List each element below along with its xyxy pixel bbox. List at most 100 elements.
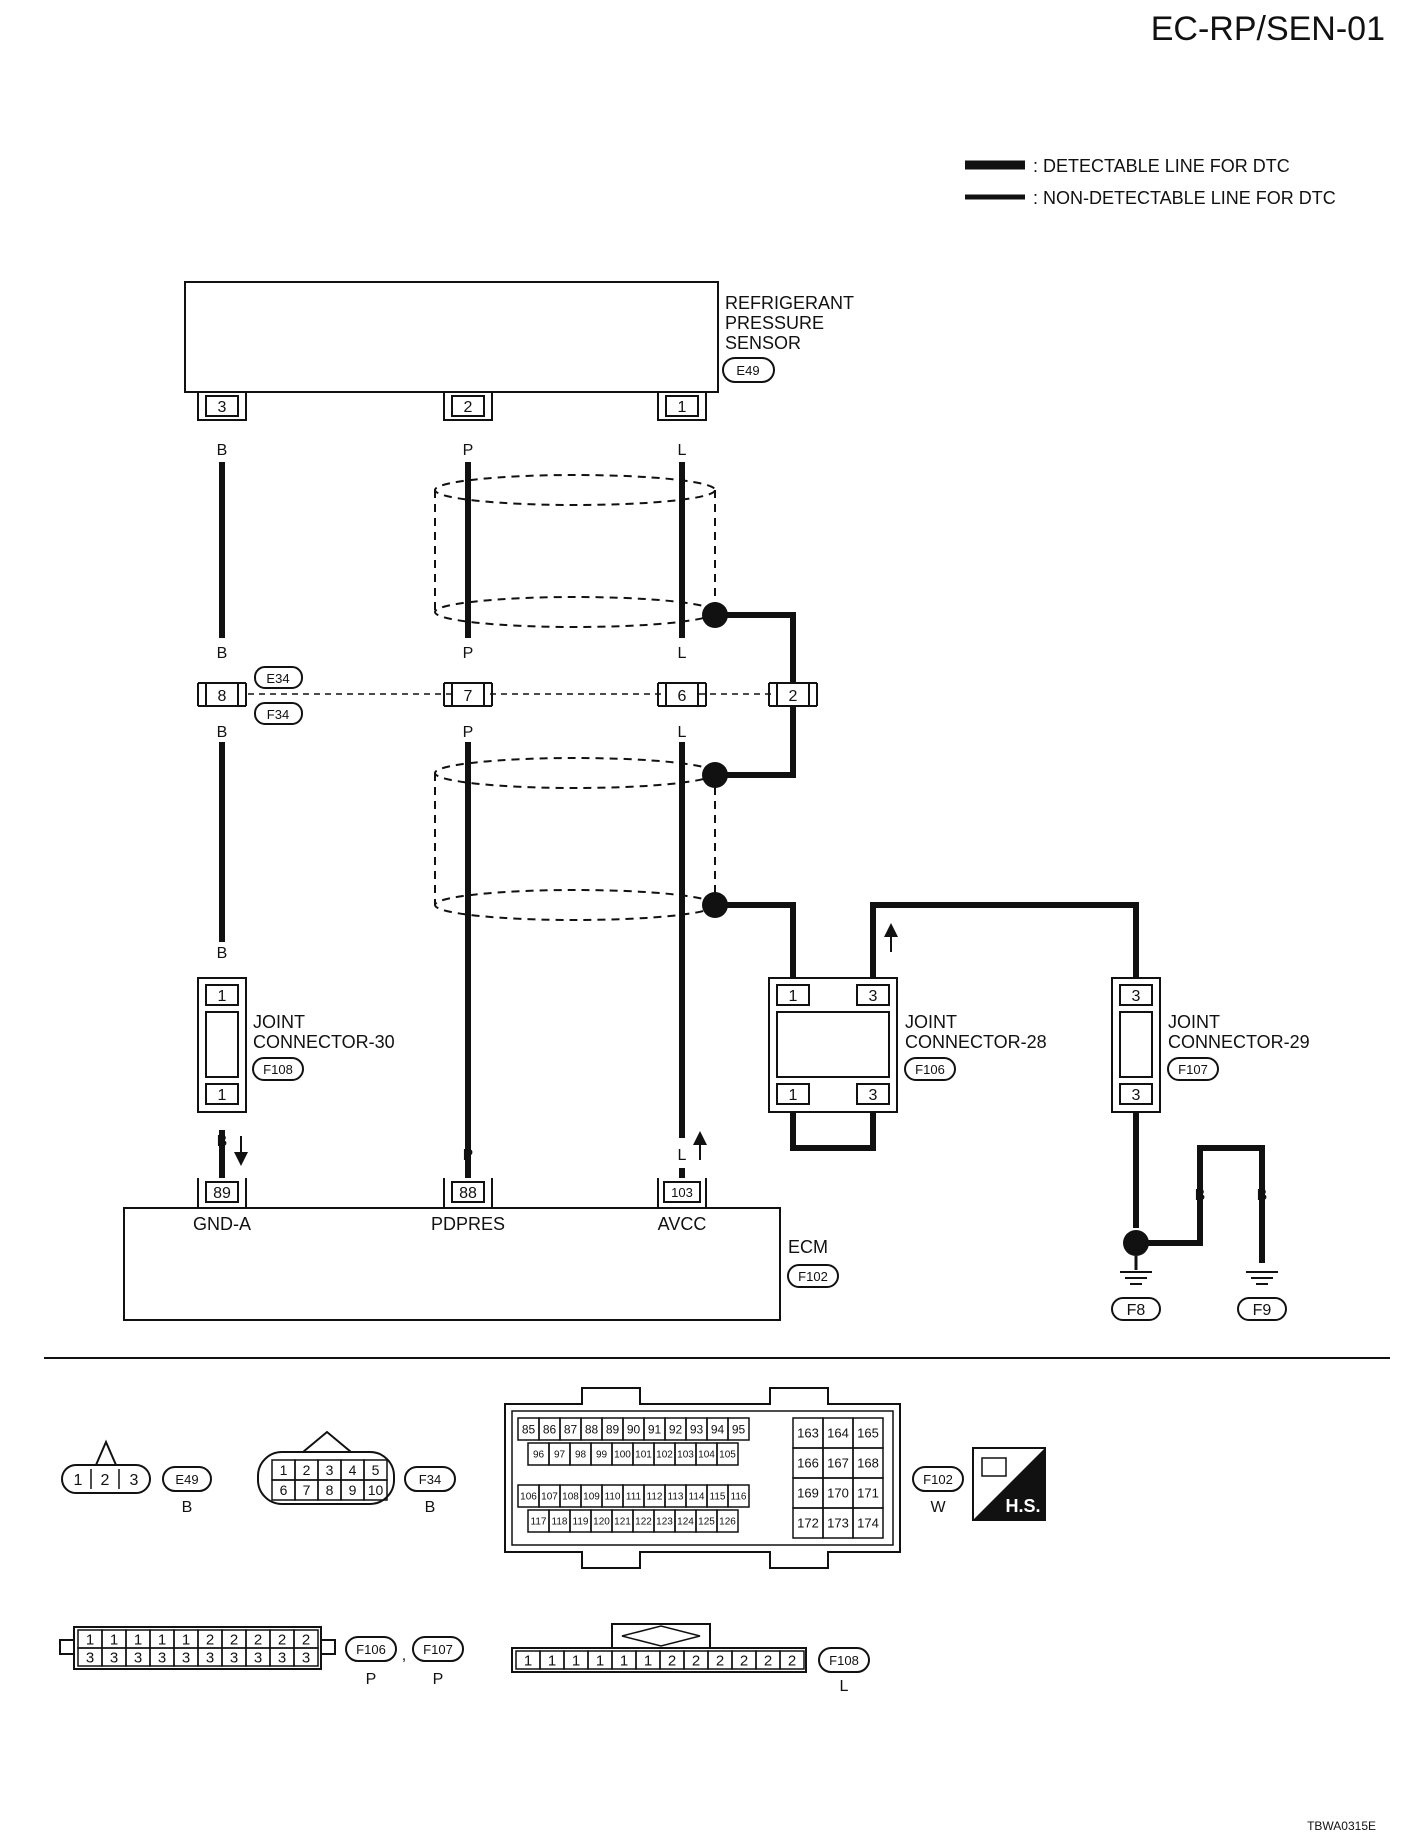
f102-pin-170-label: 170 bbox=[827, 1486, 849, 1501]
f102-pin-90-label: 90 bbox=[627, 1422, 641, 1436]
hs-label: H.S. bbox=[1005, 1496, 1040, 1516]
joint29-label-1: JOINT bbox=[1168, 1012, 1220, 1032]
f102-pin-119-label: 119 bbox=[573, 1517, 589, 1528]
f102-pin-112-label: 112 bbox=[647, 1492, 663, 1503]
svg-text:W: W bbox=[930, 1499, 946, 1516]
f102-pin-126-cell bbox=[716, 1509, 739, 1533]
harness-pin-7: 7 bbox=[464, 688, 473, 705]
svg-text:B: B bbox=[1195, 1187, 1206, 1204]
f102-pin-100-label: 100 bbox=[614, 1450, 631, 1461]
f106-bottom-9-label: 3 bbox=[302, 1649, 310, 1666]
lower-shield bbox=[434, 757, 716, 921]
ecm-connector: F102 bbox=[798, 1269, 828, 1284]
f102-pin-125-label: 125 bbox=[698, 1517, 715, 1528]
f102-pin-89-label: 89 bbox=[606, 1422, 620, 1436]
f108-pin-3-label: 1 bbox=[596, 1652, 604, 1669]
f108-pin-10-label: 2 bbox=[764, 1652, 772, 1669]
ecm-gnd-a: GND-A bbox=[193, 1214, 251, 1234]
f106-top-6-label: 2 bbox=[230, 1631, 238, 1648]
svg-text:1: 1 bbox=[789, 1087, 798, 1104]
svg-text:F107: F107 bbox=[423, 1642, 453, 1657]
svg-text:89: 89 bbox=[213, 1185, 231, 1202]
f102-pin-174-cell bbox=[852, 1507, 884, 1539]
f34-pin-8-label: 8 bbox=[326, 1482, 334, 1498]
svg-text:3: 3 bbox=[1132, 988, 1141, 1005]
f102-pin-91-label: 91 bbox=[648, 1422, 662, 1436]
svg-text:103: 103 bbox=[671, 1185, 693, 1200]
f102-pin-87-label: 87 bbox=[564, 1422, 578, 1436]
f102-pin-106-label: 106 bbox=[520, 1492, 537, 1503]
f102-pin-123-label: 123 bbox=[656, 1517, 673, 1528]
joint-connector-30: B 1 1 JOINT CONNECTOR-30 F108 B bbox=[197, 945, 395, 1166]
wire-color-p-top: P bbox=[463, 442, 474, 459]
f102-pin-109-label: 109 bbox=[583, 1492, 600, 1503]
svg-text:3: 3 bbox=[130, 1472, 139, 1489]
f102-pin-113-label: 113 bbox=[668, 1492, 684, 1503]
svg-text:88: 88 bbox=[459, 1185, 477, 1202]
ecm-avcc: AVCC bbox=[658, 1214, 707, 1234]
joint30-label-1: JOINT bbox=[253, 1012, 305, 1032]
f102-pin-103-label: 103 bbox=[677, 1450, 694, 1461]
svg-text:3: 3 bbox=[869, 1087, 878, 1104]
ecm-pdpres: PDPRES bbox=[431, 1214, 505, 1234]
svg-text:P: P bbox=[463, 724, 474, 741]
ground-symbol-f8 bbox=[1120, 1271, 1152, 1285]
f108-pin-0-label: 1 bbox=[524, 1652, 532, 1669]
svg-text:F102: F102 bbox=[923, 1472, 953, 1487]
f102-pin-97-label: 97 bbox=[554, 1450, 566, 1461]
sensor-pin-3: 3 bbox=[218, 399, 227, 416]
svg-text:L: L bbox=[840, 1678, 849, 1695]
f34-pin-10-cell bbox=[363, 1479, 388, 1501]
f106-bottom-7-label: 3 bbox=[254, 1649, 262, 1666]
f102-pin-105-cell bbox=[716, 1442, 739, 1466]
joint29-connector: F107 bbox=[1178, 1062, 1208, 1077]
sensor-box bbox=[184, 281, 719, 393]
sensor-label-1: REFRIGERANT bbox=[725, 293, 854, 313]
f108-pin-1-label: 1 bbox=[548, 1652, 556, 1669]
f106-top-5-label: 2 bbox=[206, 1631, 214, 1648]
svg-text:B: B bbox=[217, 945, 228, 962]
svg-text:F34: F34 bbox=[419, 1472, 441, 1487]
svg-text:P: P bbox=[433, 1671, 444, 1688]
f108-pin-4-label: 1 bbox=[620, 1652, 628, 1669]
svg-text:3: 3 bbox=[869, 988, 878, 1005]
ecm-label: ECM bbox=[788, 1237, 828, 1257]
harness-pin-8: 8 bbox=[218, 688, 227, 705]
f108-pin-11-label: 2 bbox=[788, 1652, 796, 1669]
svg-text:B: B bbox=[425, 1499, 436, 1516]
f34-pin-6-label: 6 bbox=[280, 1482, 288, 1498]
sensor-pin-1: 1 bbox=[678, 399, 687, 416]
connector-view-e49: 1 2 3 E49 B bbox=[61, 1439, 212, 1516]
wire-color-l-top: L bbox=[678, 442, 687, 459]
f102-pin-86-label: 86 bbox=[543, 1422, 557, 1436]
f102-pin-171-label: 171 bbox=[857, 1486, 879, 1501]
f34-pin-3-label: 3 bbox=[326, 1462, 334, 1478]
f102-pin-122-label: 122 bbox=[635, 1517, 652, 1528]
conn-e34: E34 bbox=[266, 671, 289, 686]
f102-pin-169-label: 169 bbox=[797, 1486, 819, 1501]
svg-text:1: 1 bbox=[789, 988, 798, 1005]
svg-text:L: L bbox=[678, 1147, 687, 1164]
svg-text:B: B bbox=[217, 645, 228, 662]
joint28-connector: F106 bbox=[915, 1062, 945, 1077]
f106-bottom-6-label: 3 bbox=[230, 1649, 238, 1666]
ecm-terminals: P L 89 88 103 GND-A PDPRES AVCC bbox=[193, 1131, 707, 1234]
f102-pin-99-label: 99 bbox=[596, 1450, 608, 1461]
f34-pin-10-label: 10 bbox=[368, 1482, 384, 1498]
sensor-label-3: SENSOR bbox=[725, 333, 801, 353]
f34-pin-2-label: 2 bbox=[303, 1462, 311, 1478]
f106-bottom-4-label: 3 bbox=[182, 1649, 190, 1666]
f102-pin-124-label: 124 bbox=[677, 1517, 694, 1528]
f102-pin-102-label: 102 bbox=[656, 1450, 673, 1461]
svg-text:P: P bbox=[463, 645, 474, 662]
f34-pin-9-label: 9 bbox=[349, 1482, 357, 1498]
f108-pin-5-label: 1 bbox=[644, 1652, 652, 1669]
svg-text:F108: F108 bbox=[829, 1653, 859, 1668]
sensor-label-2: PRESSURE bbox=[725, 313, 824, 333]
legend-detectable: : DETECTABLE LINE FOR DTC bbox=[1033, 156, 1290, 176]
svg-text:1: 1 bbox=[218, 988, 227, 1005]
harness-pin-6: 6 bbox=[678, 688, 687, 705]
